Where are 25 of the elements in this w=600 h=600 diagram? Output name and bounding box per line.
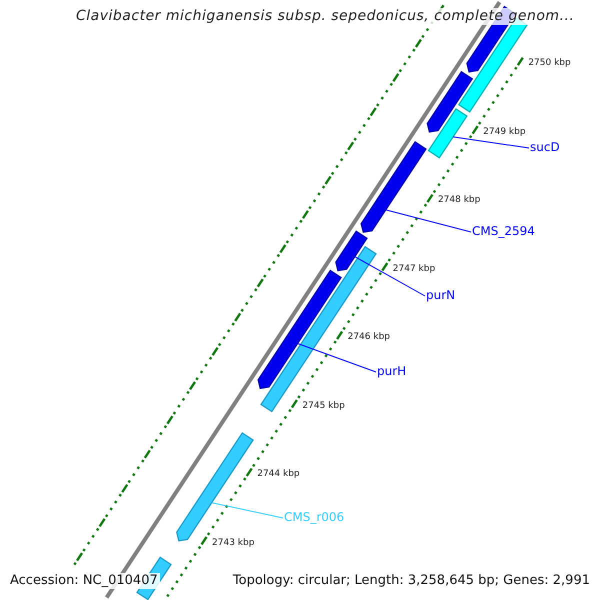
leader-line — [297, 343, 376, 372]
gene-segment — [360, 140, 427, 233]
leader-line — [385, 209, 472, 232]
scale-label: 2743 kbp — [212, 538, 254, 548]
footer-text: Topology: circular; Length: 3,258,645 bp; Genes: 2,991 — [230, 573, 592, 589]
gene-label: CMS_r006 — [284, 510, 344, 524]
gene-label: purH — [377, 364, 406, 378]
scale-label: 2745 kbp — [302, 400, 345, 412]
scale-label: 2749 kbp — [483, 126, 526, 138]
gene-label: CMS_2594 — [472, 224, 535, 238]
scale-label: 2744 kbp — [257, 469, 300, 480]
footer-text: Accession: NC_010407 — [8, 573, 160, 589]
gene-segment — [257, 270, 342, 390]
scale-label: 2747 kbp — [392, 264, 436, 275]
leader-line — [354, 256, 426, 296]
gene-segment — [335, 230, 368, 272]
gene-label: purN — [426, 288, 456, 302]
gene-segment — [428, 108, 468, 159]
scale-label: 2746 kbp — [348, 332, 390, 344]
leader-line — [452, 136, 530, 148]
gene-segment — [426, 70, 474, 133]
scale-label: 2750 kbp — [528, 58, 571, 70]
gene-label: sucD — [530, 140, 560, 154]
leader-line — [211, 502, 284, 518]
scale-label: 2748 kbp — [438, 195, 480, 206]
